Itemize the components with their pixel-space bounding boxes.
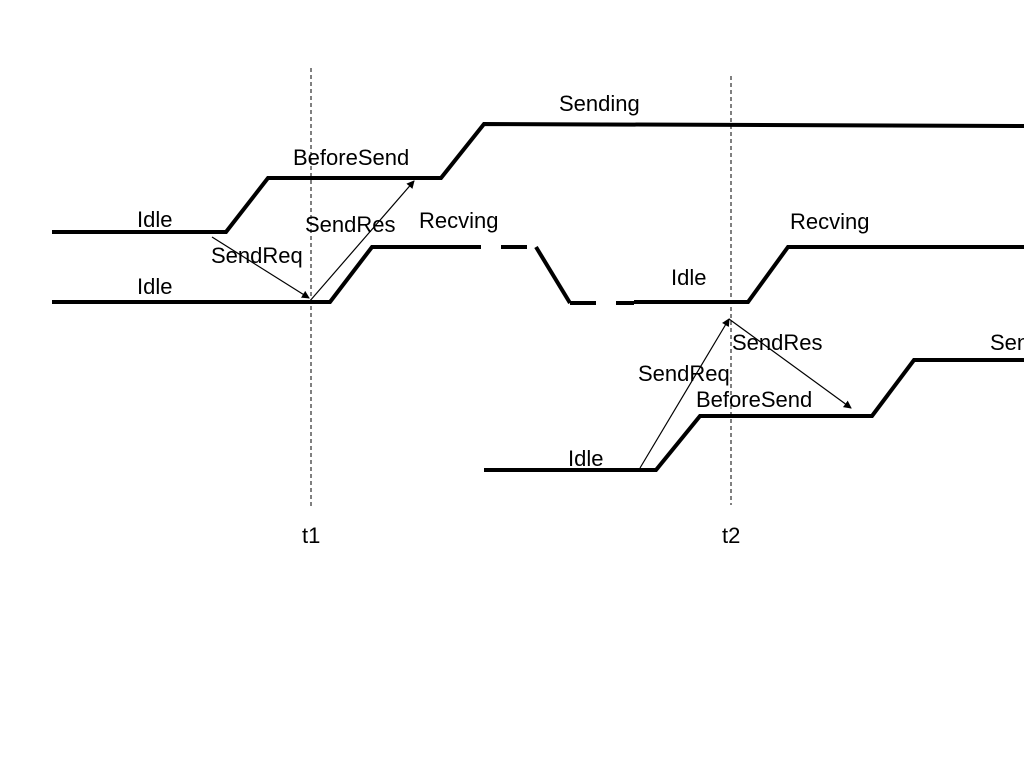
waveform-b-fall	[534, 245, 572, 305]
label-recving-b2: Recving	[790, 209, 869, 234]
send-res-arrow-1	[308, 180, 415, 303]
label-send-req-2: SendReq	[638, 361, 730, 386]
label-before-send-a: BeforeSend	[293, 145, 409, 170]
label-t1: t1	[302, 523, 320, 548]
label-send-res-2: SendRes	[732, 330, 823, 355]
label-sending-a: Sending	[559, 91, 640, 116]
label-t2: t2	[722, 523, 740, 548]
send-res-arrow-2	[728, 318, 852, 409]
send-req-arrow-1	[211, 236, 310, 299]
waveform-c	[484, 358, 1024, 472]
label-idle-b2: Idle	[671, 265, 706, 290]
label-before-send-c: BeforeSend	[696, 387, 812, 412]
send-req-arrow-2	[639, 318, 730, 469]
waveform-b-start	[52, 245, 455, 304]
label-idle-b1: Idle	[137, 274, 172, 299]
label-sending-c-partial: Sen	[990, 330, 1024, 355]
label-idle-c: Idle	[568, 446, 603, 471]
waveform-a	[52, 121, 1024, 234]
label-idle-a1: Idle	[137, 207, 172, 232]
label-send-res-1: SendRes	[305, 212, 396, 237]
label-recving-b1: Recving	[419, 208, 498, 233]
waveform-b-end	[634, 245, 1024, 304]
label-send-req-1: SendReq	[211, 243, 303, 268]
